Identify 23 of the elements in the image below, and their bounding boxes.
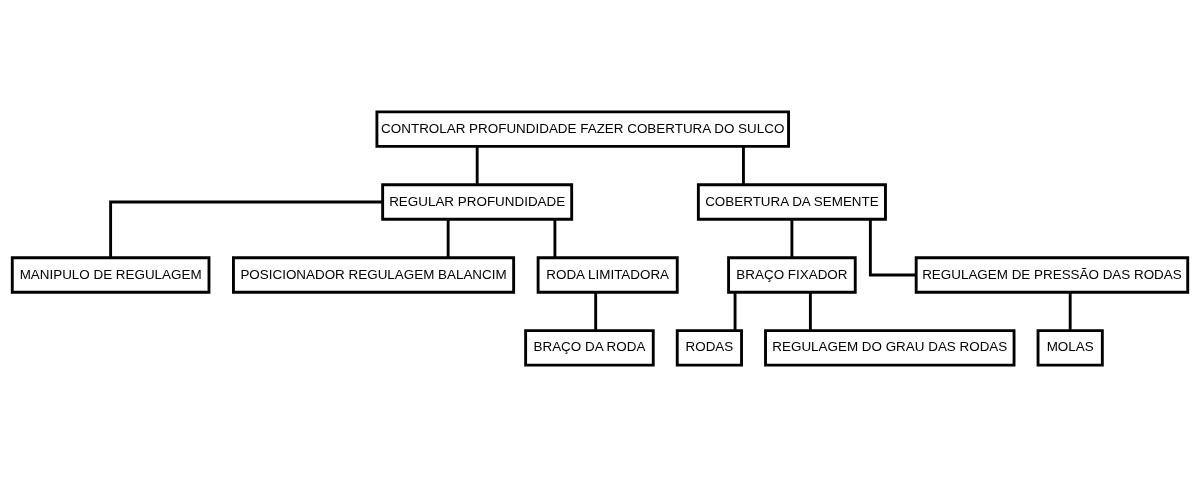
node-box: RODAS	[675, 329, 743, 367]
connector	[742, 146, 745, 185]
node-box: BRAÇO DA RODA	[524, 329, 655, 367]
node-box: MOLAS	[1036, 329, 1104, 367]
node-box: CONTROLAR PROFUNDIDADE FAZER COBERTURA DO SULCO	[375, 110, 790, 148]
connector	[790, 219, 794, 258]
connector	[1068, 292, 1072, 331]
connector	[868, 219, 916, 277]
connector	[553, 219, 557, 258]
node-box: MANIPULO DE REGULAGEM	[10, 256, 211, 294]
node-box: RODA LIMITADORA	[536, 256, 679, 294]
connector	[808, 292, 812, 331]
connector	[475, 146, 479, 185]
connector	[733, 292, 737, 331]
connector	[446, 219, 450, 258]
node-box: BRAÇO FIXADOR	[727, 256, 857, 294]
connector	[594, 292, 598, 331]
node-box: POSICIONADOR REGULAGEM BALANCIM	[232, 256, 516, 294]
node-box: REGULAGEM DE PRESSÃO DAS RODAS	[914, 256, 1190, 294]
node-box: COBERTURA DA SEMENTE	[696, 183, 887, 221]
node-box: REGULAGEM DO GRAU DAS RODAS	[764, 329, 1016, 367]
node-box: REGULAR PROFUNDIDADE	[381, 183, 574, 221]
connector	[109, 200, 383, 258]
